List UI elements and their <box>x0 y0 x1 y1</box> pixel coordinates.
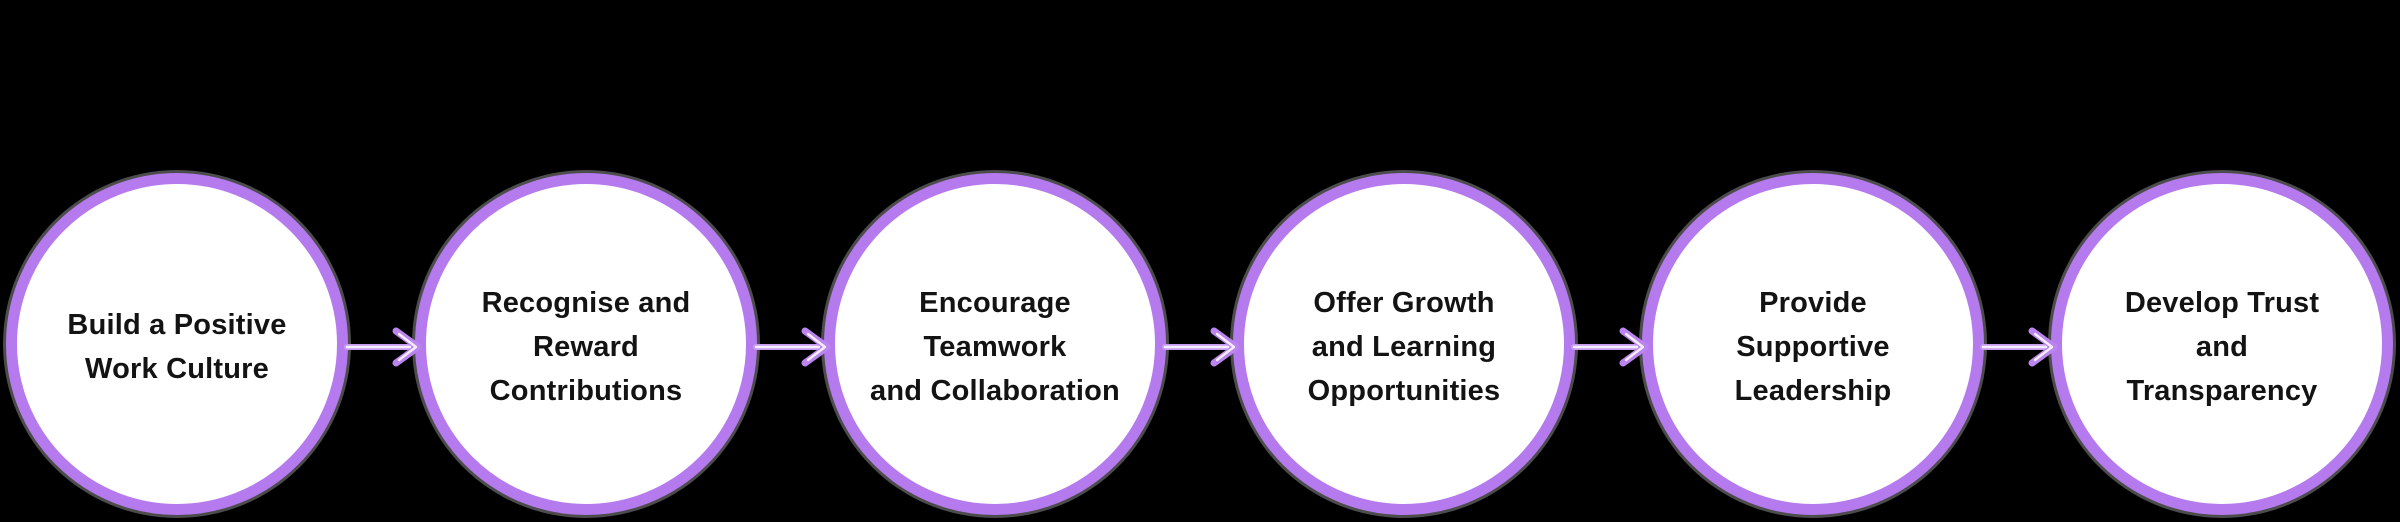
flow-step-supportive-leadership: Provide Supportive Leadership <box>1642 173 1984 515</box>
flow-step-label: Develop Trust and Transparency <box>2062 281 2382 413</box>
label-line: Develop Trust <box>2124 287 2320 319</box>
label-line: Offer Growth <box>1313 287 1495 319</box>
label-line: Transparency <box>2126 375 2318 407</box>
flow-step-label: Build a Positive Work Culture <box>17 303 337 391</box>
label-line: and Collaboration <box>870 375 1120 407</box>
label-line: and Learning <box>1311 331 1497 363</box>
arrow-right-icon <box>1571 327 1649 367</box>
label-line: Supportive <box>1736 331 1890 363</box>
flow-step-label: Provide Supportive Leadership <box>1653 281 1973 413</box>
flow-step-recognise-reward: Recognise and Reward Contributions <box>415 173 757 515</box>
arrow-right-icon <box>753 327 831 367</box>
arrow-right-icon <box>1980 327 2058 367</box>
label-line: Encourage <box>919 287 1071 319</box>
label-line: Provide <box>1759 287 1867 319</box>
flow-step-label: Encourage Teamwork and Collaboration <box>835 281 1155 413</box>
label-line: Teamwork <box>923 331 1067 363</box>
label-line: Recognise and <box>481 287 691 319</box>
flow-step-build-positive-culture: Build a Positive Work Culture <box>6 173 348 515</box>
label-line: Work Culture <box>85 353 269 385</box>
flow-step-encourage-teamwork: Encourage Teamwork and Collaboration <box>824 173 1166 515</box>
label-line: Contributions <box>489 375 683 407</box>
arrow-right-icon <box>344 327 422 367</box>
label-line: Reward <box>533 331 639 363</box>
label-line: and <box>2195 331 2249 363</box>
arrow-right-icon <box>1162 327 1240 367</box>
flow-step-label: Offer Growth and Learning Opportunities <box>1244 281 1564 413</box>
flow-step-label: Recognise and Reward Contributions <box>426 281 746 413</box>
label-line: Leadership <box>1734 375 1892 407</box>
label-line: Build a Positive <box>67 309 287 341</box>
flow-step-trust-transparency: Develop Trust and Transparency <box>2051 173 2393 515</box>
flow-step-growth-learning: Offer Growth and Learning Opportunities <box>1233 173 1575 515</box>
label-line: Opportunities <box>1307 375 1501 407</box>
